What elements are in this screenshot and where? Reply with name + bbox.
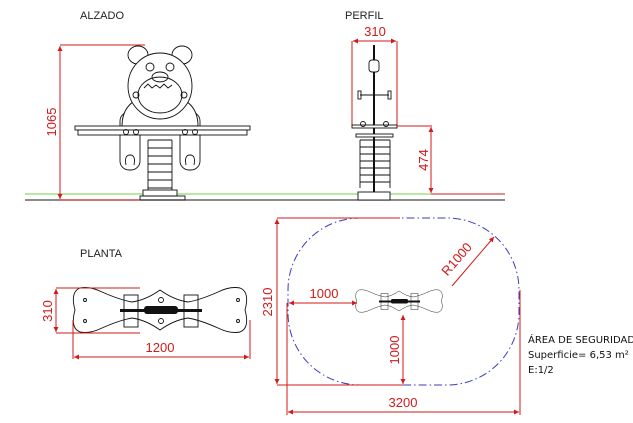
dim-1000-y-label: 1000	[387, 336, 402, 365]
safety-boundary	[287, 217, 520, 386]
dim-310-plan-label: 310	[40, 300, 55, 322]
drawing-scale: E:1/2	[528, 365, 554, 376]
dim-1200-label: 1200	[146, 340, 175, 355]
plan-title: PLANTA	[80, 248, 123, 260]
dim-3200-label: 3200	[389, 395, 418, 410]
dim-1000-x-label: 1000	[310, 286, 339, 301]
dimension-offset-x-1000: 1000	[289, 286, 357, 306]
dim-r1000-label: R1000	[438, 240, 474, 279]
safety-area-surface: Superficie= 6,53 m²	[528, 350, 629, 361]
dim-310-profile-label: 310	[364, 24, 386, 39]
dimension-safety-height-2310: 2310	[260, 217, 403, 386]
dimension-width-310-profile: 310	[353, 24, 396, 44]
dim-2310-label: 2310	[260, 288, 275, 317]
plan-view	[72, 287, 248, 333]
elevation-view	[74, 45, 251, 201]
safety-area-notes: ÁREA DE SEGURIDAD Superficie= 6,53 m² E:…	[528, 333, 633, 376]
safety-area-view	[287, 217, 520, 386]
profile-title: PERFIL	[345, 10, 384, 22]
dimension-radius-r1000: R1000	[438, 236, 495, 287]
dimension-seat-height-474: 474	[397, 125, 505, 195]
dim-474-label: 474	[416, 149, 431, 171]
dimension-offset-y-1000: 1000	[387, 315, 406, 384]
dimension-safety-width-3200: 3200	[286, 290, 521, 415]
elevation-title: ALZADO	[80, 10, 124, 22]
dimension-length-1200: 1200	[72, 320, 251, 360]
profile-view	[351, 41, 398, 201]
dimension-height-1065: 1065	[44, 44, 145, 201]
ground-line	[25, 193, 505, 201]
dimension-width-310-plan: 310	[40, 287, 140, 334]
dim-1065-label: 1065	[44, 108, 59, 137]
safety-area-title: ÁREA DE SEGURIDAD	[528, 333, 633, 346]
